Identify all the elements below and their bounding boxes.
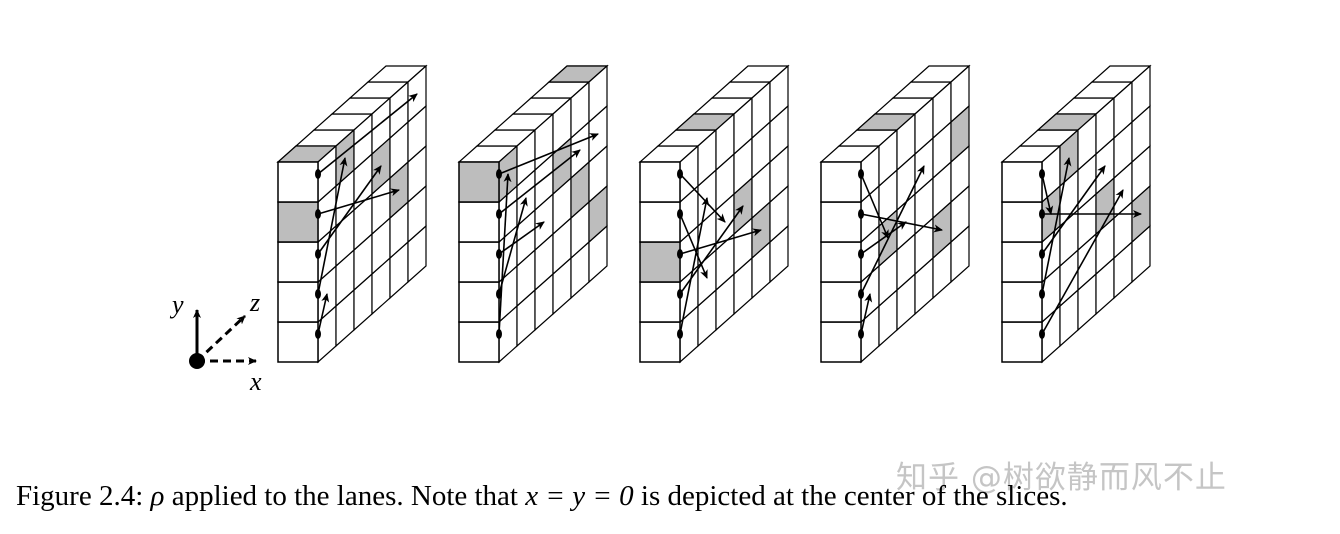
lane-arrow (679, 197, 710, 335)
front-cell (1001, 161, 1043, 203)
front-cell (820, 321, 862, 363)
z-axis-arrow (195, 314, 247, 363)
watermark: 知乎 @树欲静而风不止 (896, 460, 1227, 496)
front-cell (639, 201, 681, 243)
lane-dot (315, 209, 321, 219)
caption-math: x = y = 0 (525, 480, 634, 512)
front-cell-shaded (277, 201, 319, 243)
axis-legend: y z x (169, 288, 262, 396)
lane-dot (496, 289, 502, 299)
front-cell (277, 161, 319, 203)
lane-dot (677, 289, 683, 299)
lane-arrow (317, 93, 418, 175)
lane-dot (496, 209, 502, 219)
front-cell (820, 161, 862, 203)
lane-arrow (679, 228, 762, 255)
caption-rho: ρ (150, 480, 165, 512)
lane-arrow (498, 221, 545, 255)
origin-dot (189, 353, 205, 369)
lane-arrow (679, 173, 726, 223)
front-cell-shaded (639, 241, 681, 283)
lane-dot (858, 169, 864, 179)
side-cell (769, 64, 789, 124)
front-cell (458, 321, 500, 363)
lane-arrow (317, 188, 400, 215)
lane-dot (315, 329, 321, 339)
lane-dot (858, 289, 864, 299)
lane-dot (1039, 289, 1045, 299)
front-cell (277, 321, 319, 363)
caption-lead: Figure 2.4: (16, 480, 151, 512)
lane-dot (677, 329, 683, 339)
lane-dot (315, 249, 321, 259)
front-cell (458, 241, 500, 283)
front-cell (639, 161, 681, 203)
lane-dot (677, 249, 683, 259)
lane-arrow (679, 205, 744, 295)
x-axis-label: x (249, 367, 262, 396)
lane-arrow (860, 213, 943, 233)
slice-2 (457, 64, 609, 364)
lane-dot (496, 329, 502, 339)
slice-1 (276, 64, 428, 364)
front-cell (820, 241, 862, 283)
lane-arrow (1041, 173, 1054, 215)
lane-arrow (1041, 157, 1072, 295)
lane-arrow (317, 293, 330, 335)
lane-arrow (317, 157, 348, 295)
slice-4 (819, 64, 971, 364)
lane-dot (315, 169, 321, 179)
front-cell (820, 281, 862, 323)
lane-arrow (498, 149, 581, 215)
front-cell (277, 241, 319, 283)
front-cell (1001, 281, 1043, 323)
front-cell (458, 201, 500, 243)
lane-dot (1039, 329, 1045, 339)
front-cell-shaded (458, 161, 500, 203)
lane-dot (496, 249, 502, 259)
front-cell (639, 321, 681, 363)
front-cell (1001, 201, 1043, 243)
lane-arrow (860, 293, 873, 335)
lane-arrow (498, 173, 512, 335)
lane-arrow (860, 173, 889, 239)
lane-dot (496, 169, 502, 179)
lane-dot (858, 209, 864, 219)
front-cell (1001, 321, 1043, 363)
lane-arrow (679, 213, 708, 279)
slice-3 (638, 64, 790, 364)
lane-arrow (1041, 165, 1106, 255)
y-axis-label: y (169, 290, 184, 319)
caption-text-1: applied to the lanes. Note that (164, 480, 526, 512)
lane-arrow (498, 133, 599, 175)
lane-dot (677, 169, 683, 179)
figure-caption: Figure 2.4: ρ applied to the lanes. Note… (16, 478, 1336, 514)
front-cell (277, 281, 319, 323)
lane-arrow (860, 165, 925, 295)
front-cell (1001, 241, 1043, 283)
lane-dot (1039, 249, 1045, 259)
side-cell (950, 64, 970, 124)
lane-dot (858, 249, 864, 259)
lane-arrow (498, 197, 528, 295)
side-cell (1131, 64, 1151, 124)
lane-arrow (317, 165, 382, 255)
lane-dot (677, 209, 683, 219)
lane-dot (315, 289, 321, 299)
z-axis-label: z (249, 288, 260, 317)
slice-5 (1000, 64, 1152, 364)
front-cell (820, 201, 862, 243)
caption-text-2: is depicted at the center of the slices. (633, 480, 1068, 512)
side-cell (588, 64, 608, 124)
lane-dot (1039, 209, 1045, 219)
lane-dot (858, 329, 864, 339)
slices-group (276, 64, 1152, 364)
front-cell (639, 281, 681, 323)
front-cell (458, 281, 500, 323)
lane-dot (1039, 169, 1045, 179)
